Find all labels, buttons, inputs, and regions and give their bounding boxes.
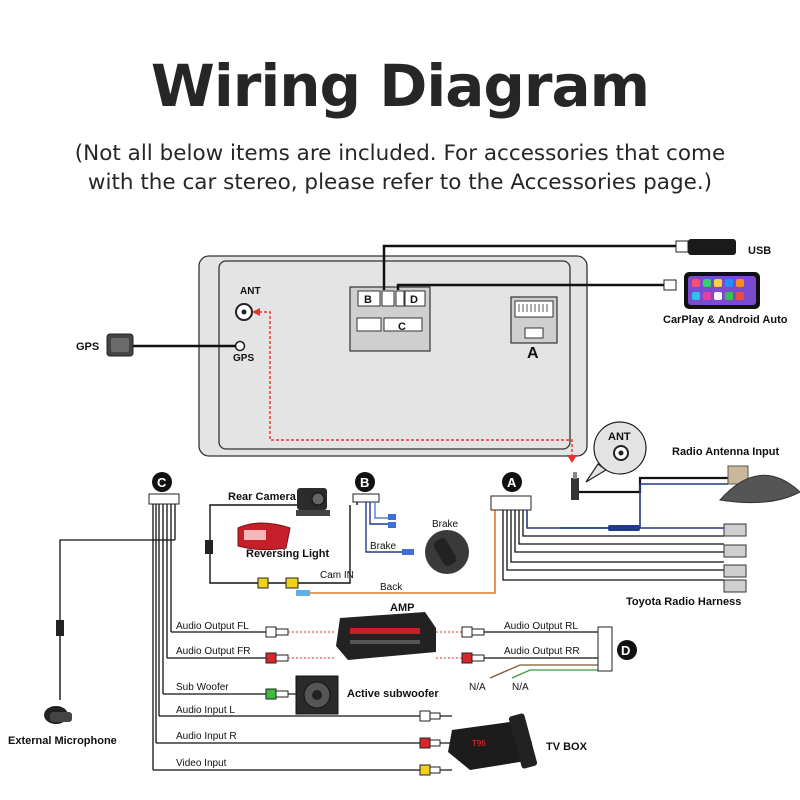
antenna-plug: ANT Radio Antenna Input: [571, 421, 800, 504]
tv-box: T95 TV BOX: [440, 713, 588, 771]
antenna-route-dashed: [254, 311, 573, 457]
ant-bubble-label: ANT: [608, 431, 631, 443]
rca-plug-sub: [265, 688, 289, 700]
subtitle-line-1: (Not all below items are included. For a…: [74, 141, 726, 166]
usb-label: USB: [748, 245, 771, 257]
subtitle-line-2: with the car stereo, please refer to the…: [87, 170, 713, 195]
harness-b-marker: B: [360, 475, 369, 490]
sub-woofer-label: Sub Woofer: [176, 682, 229, 693]
harness-d-marker: D: [621, 643, 630, 658]
cam-in-label: Cam IN: [320, 570, 354, 581]
remote-control-icon: [508, 713, 538, 769]
port-c-label: C: [398, 321, 406, 333]
rca-plug-input-r: [419, 737, 441, 749]
harness-b: B Brake Brake: [352, 472, 469, 574]
back-wire: [300, 510, 496, 594]
external-microphone: External Microphone: [8, 620, 117, 747]
brake-label: Brake: [370, 541, 397, 552]
amplifier: AMP: [336, 602, 436, 660]
back-label: Back: [380, 582, 403, 593]
rca-plug-video: [419, 764, 441, 776]
rca-plug-fr: [265, 652, 289, 664]
harness-c-marker: C: [157, 475, 167, 490]
port-b-label: B: [364, 294, 372, 306]
camera-rca-male: [285, 577, 299, 589]
reversing-light: Reversing Light: [205, 522, 329, 560]
reversing-light-label: Reversing Light: [246, 548, 329, 560]
camera-rca-female: [257, 577, 269, 589]
audio-output-rr-label: Audio Output RR: [504, 646, 580, 657]
usb-cable: USB: [382, 239, 771, 290]
na-label-2: N/A: [512, 682, 529, 693]
brake-top-label: Brake: [432, 519, 459, 530]
harness-c: C Audio Output FL Audio Output FR S: [59, 472, 420, 771]
active-subwoofer: Active subwoofer: [288, 675, 439, 715]
gps-label: GPS: [76, 341, 99, 353]
toyota-harness-label: Toyota Radio Harness: [626, 596, 741, 608]
carplay-label: CarPlay & Android Auto: [663, 314, 788, 326]
harness-d: Audio Output RL Audio Output RR N/A N/A …: [461, 621, 637, 693]
audio-input-l-label: Audio Input L: [176, 705, 235, 716]
head-unit: ANT GPS B D C: [198, 255, 588, 457]
audio-input-r-label: Audio Input R: [176, 731, 237, 742]
ant-port-label: ANT: [240, 286, 261, 297]
rear-camera-label: Rear Camera: [228, 491, 297, 503]
back-wire-connector: [296, 590, 310, 596]
port-d-label: D: [410, 294, 418, 306]
page-subtitle: (Not all below items are included. For a…: [0, 139, 800, 197]
external-microphone-label: External Microphone: [8, 735, 117, 747]
rca-plug-input-l: [419, 710, 441, 722]
gps-port-label: GPS: [233, 353, 254, 364]
page-title: Wiring Diagram: [150, 52, 650, 120]
na-label-1: N/A: [469, 682, 486, 693]
video-input-label: Video Input: [176, 758, 227, 769]
carplay-phone: CarPlay & Android Auto: [396, 272, 788, 326]
amp-label: AMP: [390, 602, 414, 614]
port-a-label: A: [527, 345, 539, 362]
radio-antenna-label: Radio Antenna Input: [672, 446, 779, 458]
audio-output-rl-label: Audio Output RL: [504, 621, 578, 632]
harness-a: A Toyota Radio Harness: [490, 472, 747, 608]
tv-box-label: TV BOX: [546, 741, 588, 753]
gps-port-icon: [234, 340, 246, 352]
audio-output-fr-label: Audio Output FR: [176, 646, 250, 657]
gps-antenna: GPS: [76, 333, 236, 357]
active-subwoofer-label: Active subwoofer: [347, 688, 439, 700]
rca-plug-fl: [265, 626, 289, 638]
tv-box-brand: T95: [472, 739, 486, 748]
audio-output-fl-label: Audio Output FL: [176, 621, 249, 632]
harness-a-marker: A: [507, 475, 517, 490]
